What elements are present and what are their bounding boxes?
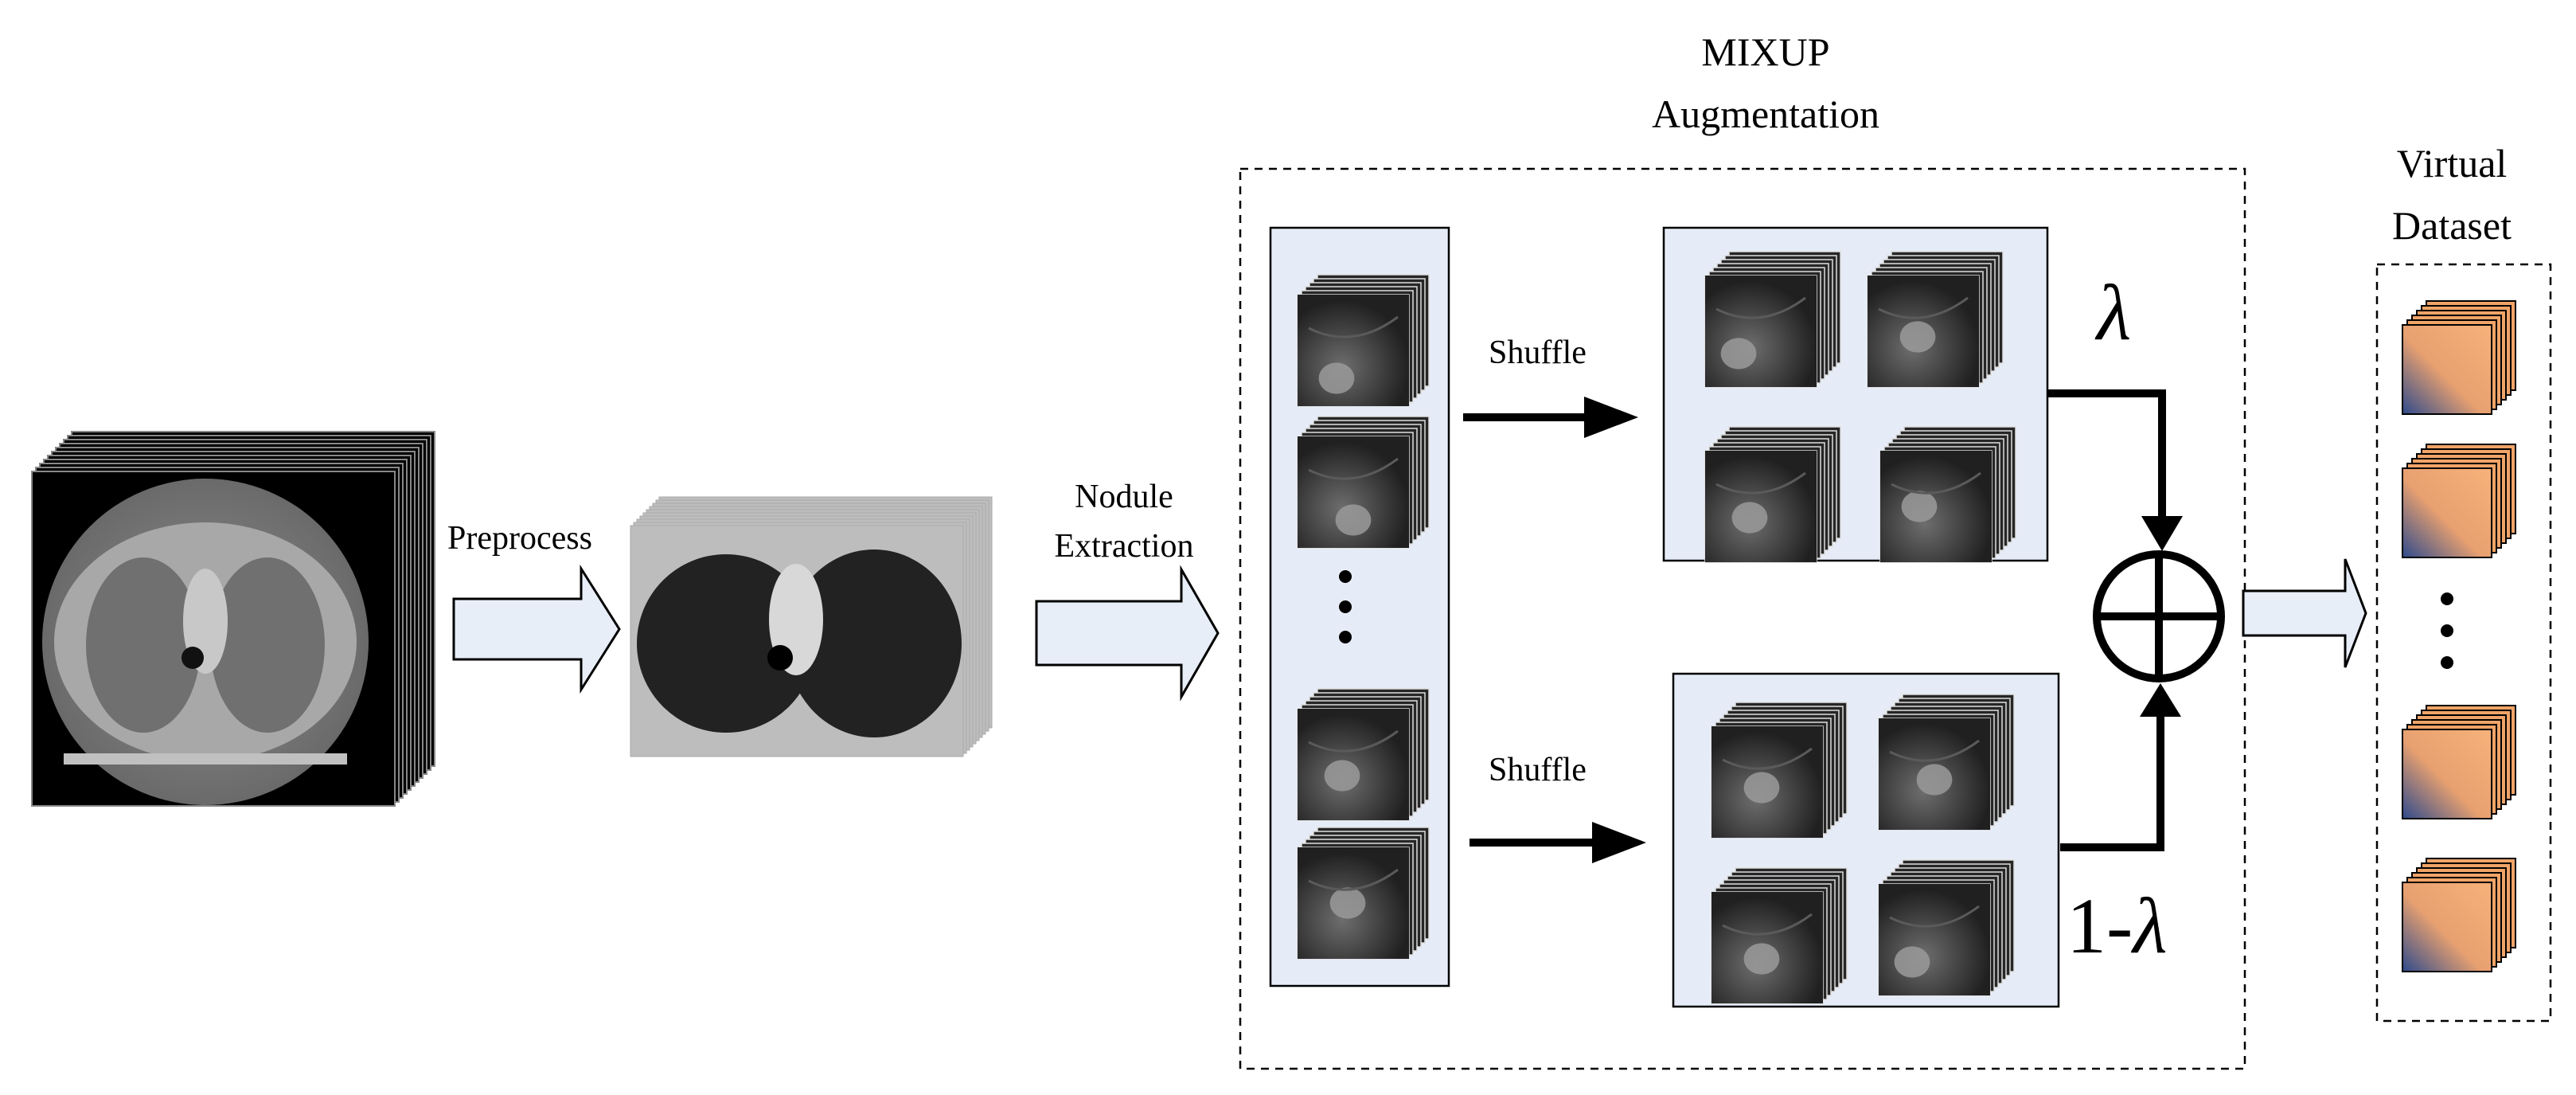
one-minus-lambda-label: 1-λ bbox=[2067, 882, 2168, 970]
preprocess-label: Preprocess bbox=[447, 520, 592, 557]
shuffle-label-bottom: Shuffle bbox=[1489, 752, 1587, 788]
nodule-extraction-arrow bbox=[1035, 565, 1220, 702]
lambda-label: λ bbox=[2094, 268, 2131, 357]
virtual-dataset-box bbox=[2375, 263, 2552, 1023]
nodule-label-line1: Nodule bbox=[1075, 479, 1173, 515]
virtual-dataset-ellipsis bbox=[2441, 592, 2453, 669]
ct-scan-stack bbox=[31, 431, 435, 807]
shuffle-arrow-bottom bbox=[1469, 822, 1646, 863]
nodule-column-patches bbox=[1297, 274, 1430, 960]
shuffled-batch-top-patches bbox=[1704, 251, 2016, 563]
preprocessed-lung-stack bbox=[630, 496, 993, 757]
mixup-title-line1: MIXUP bbox=[1701, 29, 1829, 74]
shuffled-batch-bottom-patches bbox=[1711, 694, 2015, 1004]
mixup-title-line2: Augmentation bbox=[1652, 92, 1879, 136]
virtual-dataset-title-line1: Virtual bbox=[2397, 141, 2508, 186]
nodule-label-line2: Extraction bbox=[1055, 528, 1194, 565]
one-minus-lambda-connector bbox=[2060, 683, 2181, 851]
output-arrow bbox=[2242, 558, 2367, 668]
shuffle-label-top: Shuffle bbox=[1489, 334, 1587, 371]
shuffle-arrow-top bbox=[1463, 397, 1638, 438]
preprocess-arrow bbox=[452, 564, 621, 694]
column-ellipsis bbox=[1339, 570, 1352, 643]
virtual-dataset-title-line2: Dataset bbox=[2392, 203, 2512, 248]
lambda-connector-top bbox=[2047, 389, 2183, 551]
virtual-dataset-patches bbox=[2402, 300, 2516, 972]
mixing-sum-icon bbox=[2093, 550, 2225, 682]
